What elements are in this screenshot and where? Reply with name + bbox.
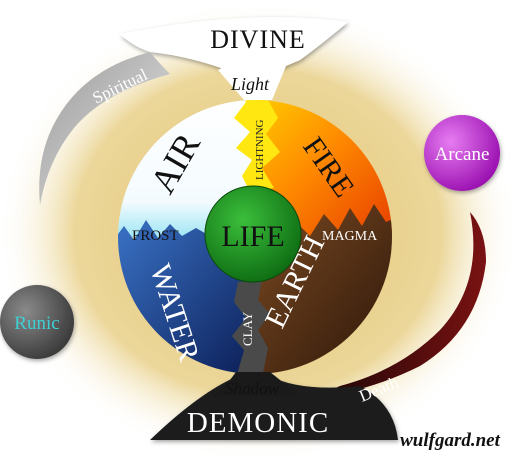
shadow-label: Shadow bbox=[225, 379, 280, 398]
clay-label: CLAY bbox=[240, 311, 255, 346]
arcane-label: Arcane bbox=[435, 144, 490, 165]
light-funnel bbox=[218, 63, 286, 100]
demonic-band bbox=[150, 376, 398, 440]
lightning-label: LIGHTNING bbox=[254, 119, 266, 180]
life-label: LIFE bbox=[221, 220, 284, 253]
divine-label: DIVINE bbox=[210, 25, 306, 54]
clay-band bbox=[232, 280, 270, 374]
light-label: Light bbox=[230, 74, 270, 94]
spiritual-arc bbox=[39, 52, 171, 205]
runic-orb bbox=[0, 285, 74, 359]
shadow-funnel bbox=[214, 372, 300, 396]
frost-label: FROST bbox=[132, 228, 179, 244]
runic-label: Runic bbox=[14, 313, 59, 334]
life-center bbox=[204, 185, 302, 283]
demonic-label: DEMONIC bbox=[187, 407, 329, 439]
watermark-text: wulfgard.net bbox=[400, 430, 500, 451]
arcane-orb bbox=[424, 115, 500, 191]
lightning-band bbox=[232, 100, 280, 192]
magma-label: MAGMA bbox=[322, 229, 378, 244]
divine-band bbox=[120, 17, 348, 73]
